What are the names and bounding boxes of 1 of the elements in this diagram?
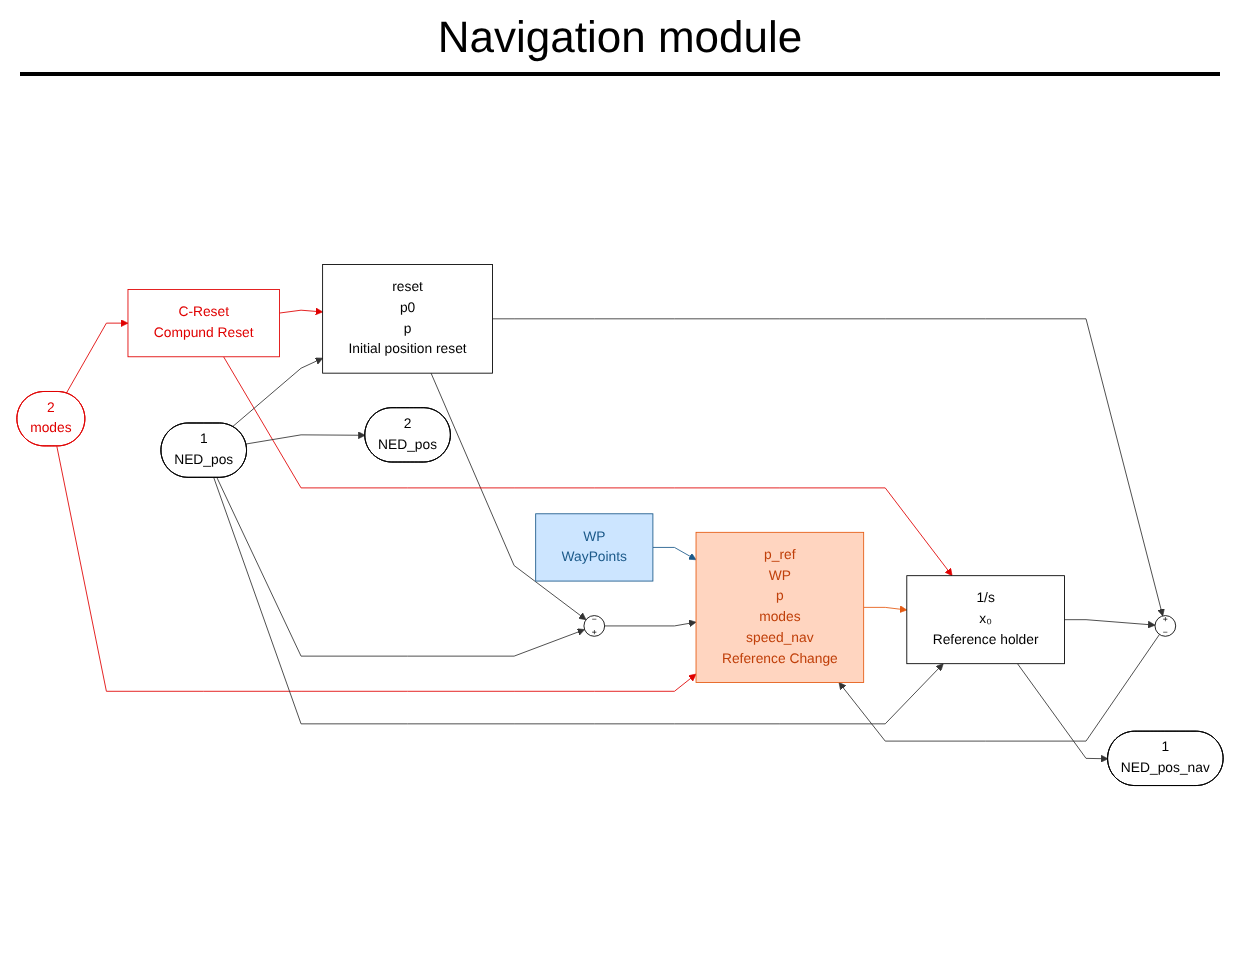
diagram-title: Navigation module [20,12,1220,76]
